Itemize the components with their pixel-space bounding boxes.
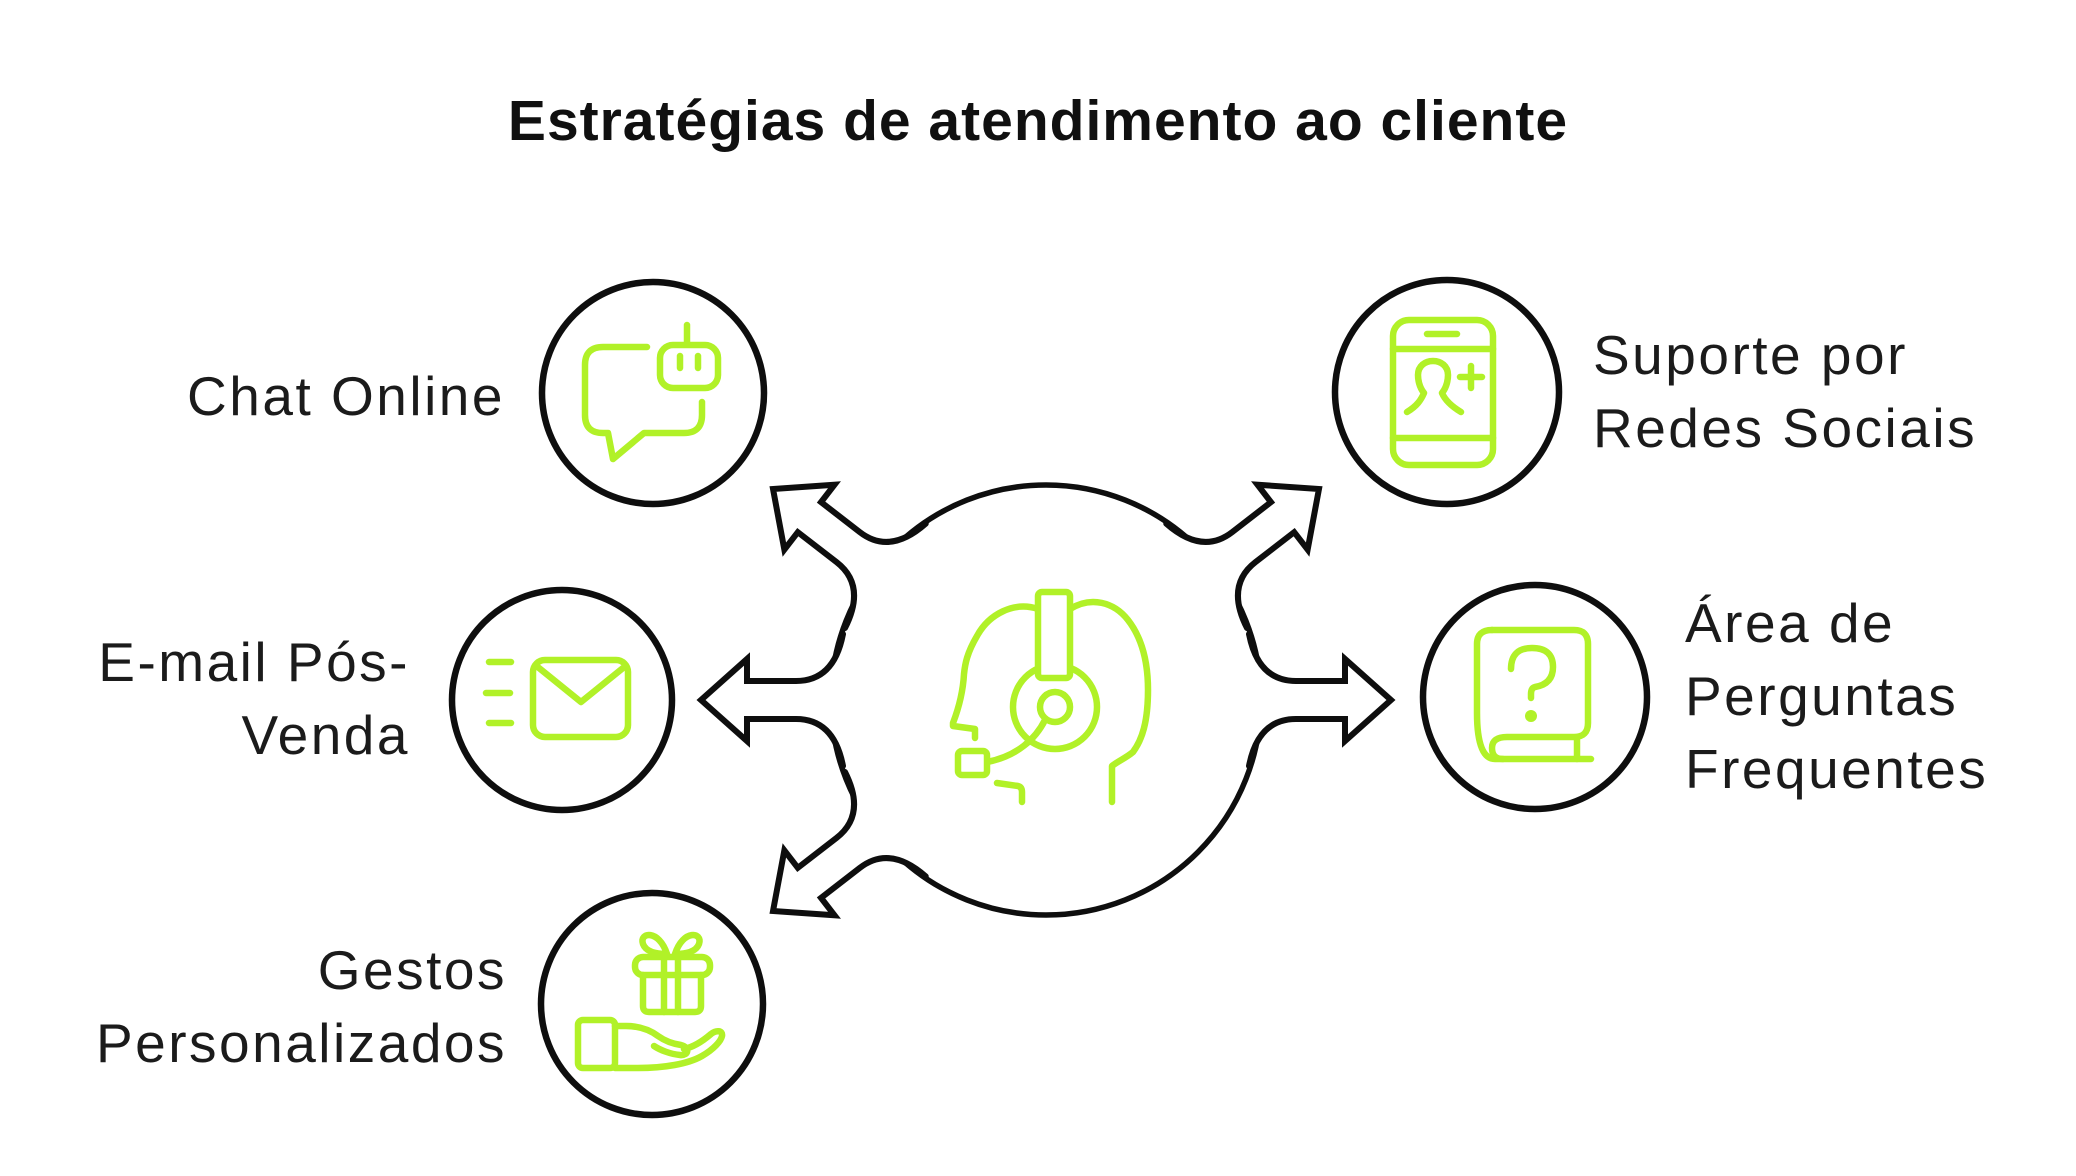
node-circle-suporte-redes-sociais <box>1331 276 1563 508</box>
label-suporte-redes-sociais: Suporte por Redes Sociais <box>1593 319 1977 465</box>
page-title: Estratégias de atendimento ao cliente <box>507 89 1569 153</box>
arrow-left <box>701 634 843 766</box>
arrow-right <box>1249 634 1391 766</box>
email-send-icon <box>482 656 632 741</box>
label-line: Personalizados <box>95 1012 507 1074</box>
label-chat-online: Chat Online <box>187 360 505 433</box>
chat-robot-icon <box>581 321 722 463</box>
label-area-perguntas-frequentes: Área de Perguntas Frequentes <box>1685 587 1988 806</box>
label-line: Área de <box>1685 592 1896 654</box>
node-circle-email-pos-venda <box>448 586 676 814</box>
node-circle-gestos-personalizados <box>537 889 767 1119</box>
phone-add-contact-icon <box>1389 316 1497 469</box>
label-line: Redes Sociais <box>1593 397 1978 459</box>
label-gestos-personalizados: Gestos Personalizados <box>96 934 507 1080</box>
label-line: Suporte por <box>1593 324 1908 386</box>
label-line: Venda <box>241 704 410 766</box>
gift-in-hand-icon <box>574 931 726 1072</box>
label-line: Perguntas <box>1685 665 1959 727</box>
headset-agent-icon <box>949 588 1152 806</box>
node-circle-area-perguntas-frequentes <box>1419 581 1651 813</box>
label-line: Gestos <box>317 939 507 1001</box>
label-line: E-mail Pós- <box>98 631 410 693</box>
label-line: Frequentes <box>1685 738 1989 800</box>
node-circle-chat-online <box>538 278 768 508</box>
label-line: Chat Online <box>187 365 505 427</box>
faq-book-icon <box>1473 626 1595 763</box>
label-email-pos-venda: E-mail Pós- Venda <box>98 626 410 772</box>
